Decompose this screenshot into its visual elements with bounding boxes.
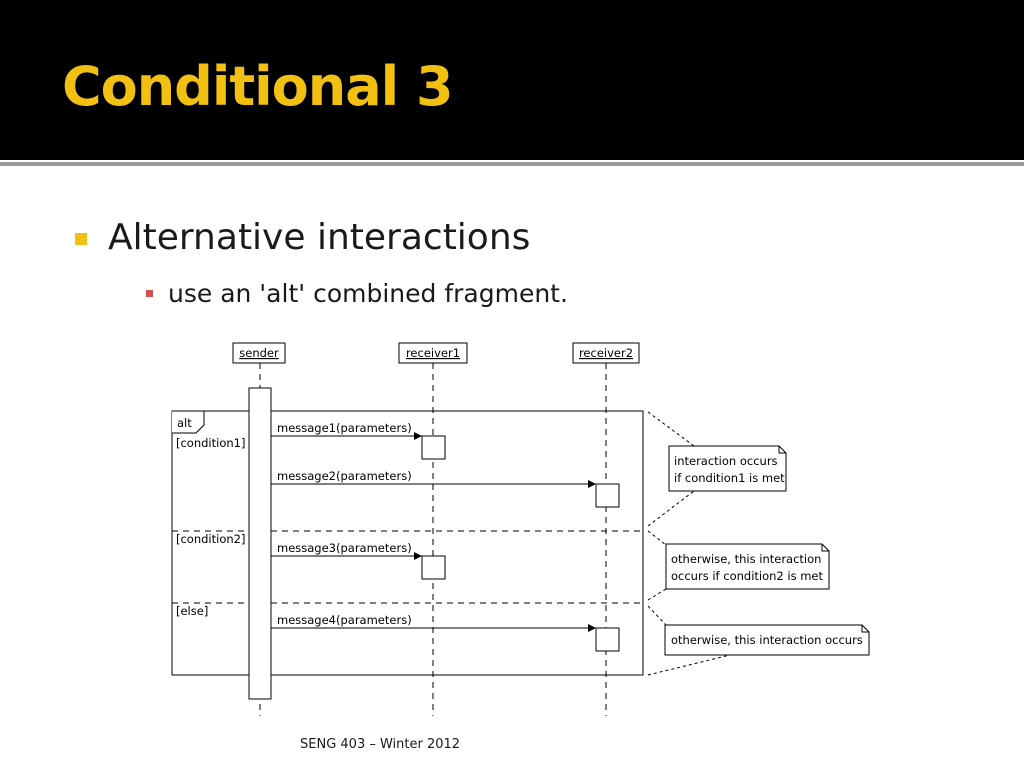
lifeline-receiver2-label: receiver2 [579, 346, 633, 360]
slide-header [0, 0, 1024, 160]
lifeline-receiver1: receiver1 [398, 342, 468, 364]
receiver1-activation [421, 435, 446, 460]
note-connector [647, 654, 731, 676]
note-connector [647, 530, 667, 546]
lifeline-sender: sender [232, 342, 286, 364]
alt-fragment-frame [171, 410, 644, 676]
note-condition2-line1: otherwise, this interaction [671, 552, 821, 566]
guard-condition1: [condition1] [176, 436, 245, 450]
note-condition2-line2: occurs if condition2 is met [671, 569, 824, 583]
note-condition1-line1: interaction occurs [674, 454, 778, 468]
note-connector [647, 490, 695, 527]
sender-activation [248, 387, 272, 700]
lifeline-sender-label: sender [239, 346, 279, 360]
alt-operator-label: alt [177, 416, 192, 430]
note-else: otherwise, this interaction occurs [664, 624, 870, 656]
message4-label: message4(parameters) [277, 613, 412, 627]
message1-label: message1(parameters) [277, 421, 412, 435]
note-connector [647, 605, 667, 626]
sub-bullet-text: use an 'alt' combined fragment. [168, 279, 568, 308]
receiver2-activation [595, 627, 620, 652]
guard-else: [else] [176, 604, 208, 618]
bullet-text: Alternative interactions [108, 217, 531, 258]
note-condition1: interaction occurs if condition1 is met [668, 445, 787, 492]
bullet-marker [75, 233, 87, 245]
receiver1-activation [421, 555, 446, 580]
lifeline-receiver1-label: receiver1 [406, 346, 460, 360]
slide-footer: SENG 403 – Winter 2012 [300, 737, 461, 752]
lifeline-receiver2: receiver2 [572, 342, 640, 364]
sub-bullet-marker [146, 290, 153, 297]
note-else-line1: otherwise, this interaction occurs [671, 633, 863, 647]
slide-title: Conditional 3 [62, 55, 454, 118]
message3-label: message3(parameters) [277, 541, 412, 555]
message2-label: message2(parameters) [277, 469, 412, 483]
header-rule [0, 162, 1024, 166]
note-connector [647, 588, 667, 601]
note-condition2: otherwise, this interaction occurs if co… [665, 543, 830, 590]
note-connector [647, 411, 695, 447]
receiver2-activation [595, 483, 620, 508]
guard-condition2: [condition2] [176, 532, 245, 546]
alt-operator-tab [172, 410, 205, 434]
note-condition1-line2: if condition1 is met [674, 471, 785, 485]
